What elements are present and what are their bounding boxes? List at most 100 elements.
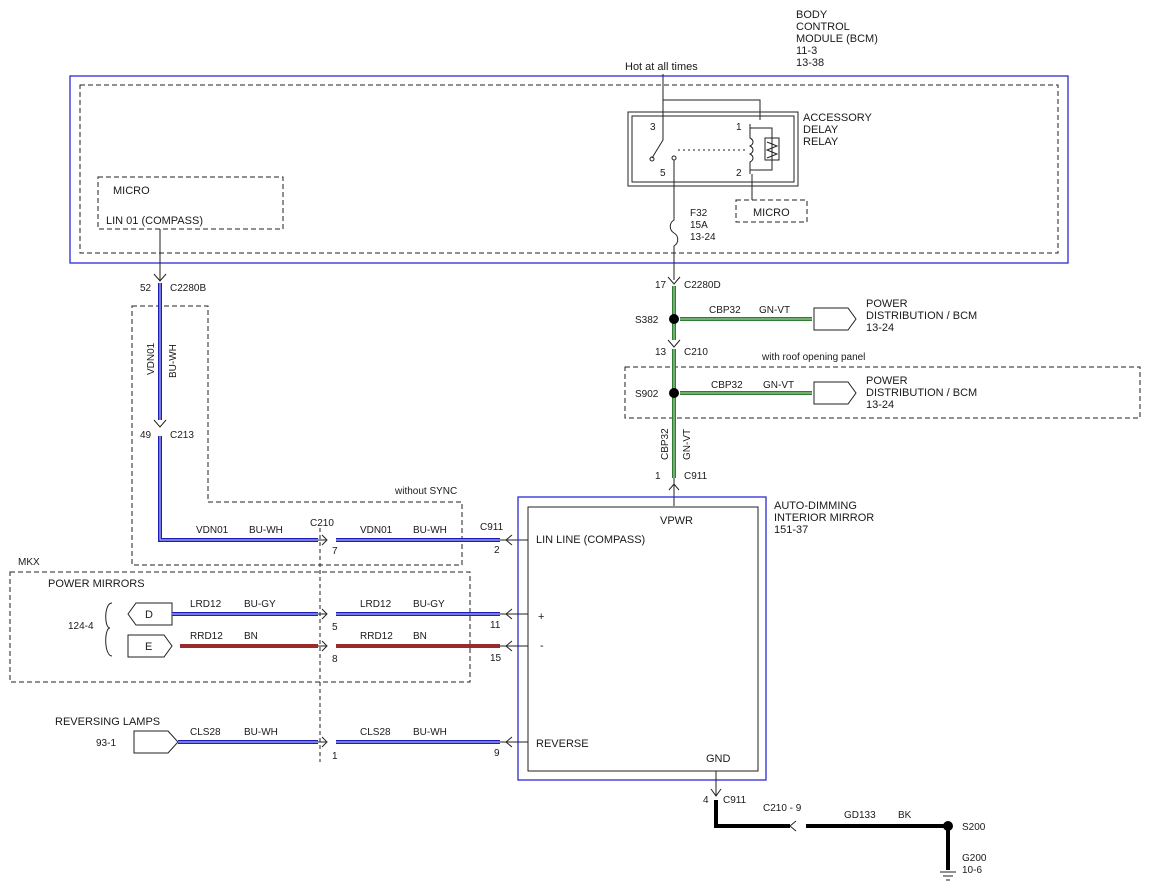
wire-cls28-right-color: BU-WH <box>413 727 447 738</box>
lin-line-label: LIN LINE (COMPASS) <box>536 534 645 546</box>
ground-icon <box>940 871 956 881</box>
c911-left-label: C911 <box>480 522 504 533</box>
wire-s902-code: CBP32 <box>711 380 743 391</box>
wire-s382-color: GN-VT <box>759 305 790 316</box>
power-mirrors-ref: 124-4 <box>68 621 94 632</box>
power-dist-connector-2 <box>813 381 857 405</box>
wire-vdn01-upper-label: VDN01 BU-WH <box>146 342 179 378</box>
c210-pin-9-symbol <box>789 820 797 832</box>
svg-text:CBP32: CBP32 <box>660 428 671 460</box>
c911-ground-label: C911 <box>723 795 747 806</box>
wire-vdn01-h2-color: BU-WH <box>413 525 447 536</box>
pin-1-c911: 1 <box>655 471 661 482</box>
fuse-label: F32 15A 13-24 <box>690 208 716 243</box>
wire-cls28-left-color: BU-WH <box>244 727 278 738</box>
power-mirrors-label: POWER MIRRORS <box>48 578 145 590</box>
c213-connector-symbol <box>153 419 167 428</box>
svg-text:MODULE (BCM): MODULE (BCM) <box>796 33 878 45</box>
c911-pin-9-symbol <box>500 736 528 748</box>
svg-text:VDN01: VDN01 <box>146 342 157 375</box>
c911-top-label: C911 <box>684 471 708 482</box>
wire-lrd12-right-color: BU-GY <box>413 599 445 610</box>
connector-e <box>127 634 173 658</box>
c2280d-label: C2280D <box>684 280 721 291</box>
c210-right-connector-symbol <box>667 339 681 348</box>
mkx-dashed-region <box>9 571 471 683</box>
wire-lrd12-left-code: LRD12 <box>190 599 222 610</box>
pin-8: 8 <box>332 654 338 665</box>
g200-label: G200 10-6 <box>962 853 987 876</box>
micro-left-box <box>97 176 284 230</box>
svg-text:151-37: 151-37 <box>774 524 808 536</box>
svg-text:POWER: POWER <box>866 375 908 387</box>
splice-s382 <box>669 314 679 324</box>
gnd-label: GND <box>706 753 731 765</box>
reverse-label: REVERSE <box>536 738 589 750</box>
s200-label: S200 <box>962 822 986 833</box>
mirror-title: AUTO-DIMMING INTERIOR MIRROR 151-37 <box>774 500 874 536</box>
wire-gd133-color: BK <box>898 810 912 821</box>
pin-7: 7 <box>332 546 338 557</box>
bcm-title: BODY CONTROL MODULE (BCM) 11-3 13-38 <box>796 9 878 69</box>
svg-text:13-24: 13-24 <box>866 322 894 334</box>
relay-pin-1: 1 <box>736 122 742 133</box>
pin-2: 2 <box>494 545 500 556</box>
svg-text:DISTRIBUTION / BCM: DISTRIBUTION / BCM <box>866 310 977 322</box>
power-dist-connector-1 <box>813 307 857 331</box>
svg-text:13-38: 13-38 <box>796 57 824 69</box>
relay-pin-3: 3 <box>650 122 656 133</box>
wire-cls28-right-code: CLS28 <box>360 727 391 738</box>
svg-text:BODY: BODY <box>796 9 828 21</box>
c210-pin-7-symbol <box>318 534 328 546</box>
c2280b-label: C2280B <box>170 283 206 294</box>
hot-at-all-times-label: Hot at all times <box>625 61 698 73</box>
svg-text:11-3: 11-3 <box>796 45 817 57</box>
svg-text:BU-WH: BU-WH <box>168 344 179 378</box>
power-dist-label-2: POWER DISTRIBUTION / BCM 13-24 <box>866 375 977 411</box>
splice-s200 <box>943 821 953 831</box>
reversing-lamps-ref: 93-1 <box>96 738 116 749</box>
without-sync-dashed-region <box>131 305 463 566</box>
c210-pin-5-symbol <box>318 608 328 620</box>
svg-text:DELAY: DELAY <box>803 124 839 136</box>
c210-left-label: C210 <box>310 518 334 529</box>
pin-11: 11 <box>490 620 501 631</box>
svg-text:INTERIOR MIRROR: INTERIOR MIRROR <box>774 512 874 524</box>
svg-text:F32: F32 <box>690 208 708 219</box>
pin-15: 15 <box>490 653 502 664</box>
pin-5: 5 <box>332 622 338 633</box>
svg-text:10-6: 10-6 <box>962 865 982 876</box>
micro-right-label: MICRO <box>753 207 790 219</box>
pin-9: 9 <box>494 748 500 759</box>
wire-vdn01-h2-code: VDN01 <box>360 525 393 536</box>
c210-pin-8-symbol <box>318 640 328 652</box>
svg-text:G200: G200 <box>962 853 987 864</box>
without-sync-label: without SYNC <box>394 486 457 497</box>
mirror-module-inner <box>527 506 759 772</box>
relay-pin-2: 2 <box>736 168 742 179</box>
roof-opening-dashed-region <box>624 366 1141 419</box>
svg-text:DISTRIBUTION / BCM: DISTRIBUTION / BCM <box>866 387 977 399</box>
connector-d-label: D <box>145 609 153 621</box>
reversing-lamps-connector <box>133 730 179 754</box>
bcm-module-border <box>69 75 1069 264</box>
svg-text:GN-VT: GN-VT <box>682 429 693 460</box>
minus-label: - <box>540 640 544 652</box>
wire-lrd12-right-code: LRD12 <box>360 599 392 610</box>
micro-right-box <box>735 199 808 223</box>
c210-pin-1-symbol <box>318 736 328 748</box>
wire-rrd12-right-color: BN <box>413 631 427 642</box>
wire-lrd12-left-color: BU-GY <box>244 599 276 610</box>
c911-pin-1-symbol <box>668 478 680 506</box>
connector-e-label: E <box>145 641 152 653</box>
c213-label: C213 <box>170 430 194 441</box>
c911-pin-2-symbol <box>500 534 528 546</box>
relay-pin-5: 5 <box>660 168 666 179</box>
c911-pin-4-symbol <box>710 788 722 797</box>
svg-text:RELAY: RELAY <box>803 136 839 148</box>
svg-text:CONTROL: CONTROL <box>796 21 850 33</box>
pin-4: 4 <box>703 795 709 806</box>
wire-cls28-left-code: CLS28 <box>190 727 221 738</box>
power-mirrors-brace <box>105 602 113 657</box>
